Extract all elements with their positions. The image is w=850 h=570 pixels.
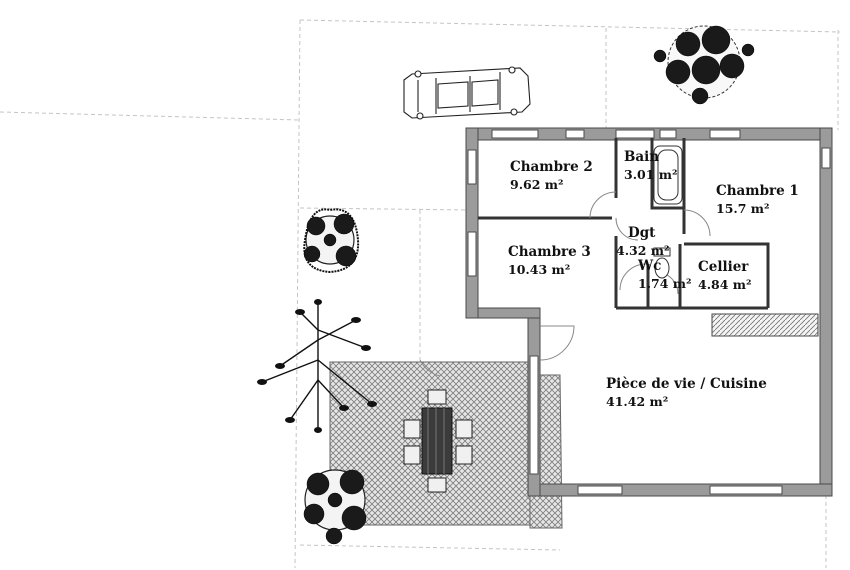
room-label-chambre1: Chambre 1 15.7 m²	[716, 182, 799, 218]
kitchen-counter	[711, 313, 819, 337]
tree-icon	[653, 25, 755, 105]
garden-table-icon	[403, 389, 473, 493]
room-area: 41.42 m²	[606, 394, 669, 409]
toilet-icon	[653, 247, 671, 279]
tree-icon	[303, 469, 367, 545]
room-name: Chambre 1	[716, 183, 799, 199]
room-label-wc: Wc 1.74 m²	[638, 257, 692, 293]
room-area: 10.43 m²	[508, 262, 571, 277]
room-area: 4.32 m²	[616, 243, 670, 258]
room-area: 9.62 m²	[510, 177, 564, 192]
room-label-cellier: Cellier 4.84 m²	[698, 258, 752, 294]
room-label-bain: Bain 3.01 m²	[624, 148, 678, 184]
property-lines	[0, 19, 841, 569]
room-label-sejour: Pièce de vie / Cuisine 41.42 m²	[606, 375, 767, 411]
room-name: Bain	[624, 149, 660, 165]
room-name: Wc	[638, 258, 662, 274]
room-name: Chambre 3	[508, 244, 591, 260]
room-label-dgt: Dgt 4.32 m²	[616, 224, 670, 260]
car-icon	[403, 66, 531, 120]
room-area: 4.84 m²	[698, 277, 752, 292]
windows	[467, 129, 831, 495]
room-name: Pièce de vie / Cuisine	[606, 376, 767, 392]
room-name: Chambre 2	[510, 159, 593, 175]
shrub-icon	[257, 299, 377, 433]
tree-icon	[303, 208, 360, 274]
room-area: 1.74 m²	[638, 276, 692, 291]
room-area: 3.01 m²	[624, 167, 678, 182]
bathtub-icon	[653, 145, 683, 205]
room-label-chambre2: Chambre 2 9.62 m²	[510, 158, 593, 194]
room-name: Dgt	[628, 225, 656, 241]
interior-walls	[478, 138, 770, 310]
room-name: Cellier	[698, 259, 749, 275]
room-label-chambre3: Chambre 3 10.43 m²	[508, 243, 591, 279]
room-area: 15.7 m²	[716, 201, 770, 216]
